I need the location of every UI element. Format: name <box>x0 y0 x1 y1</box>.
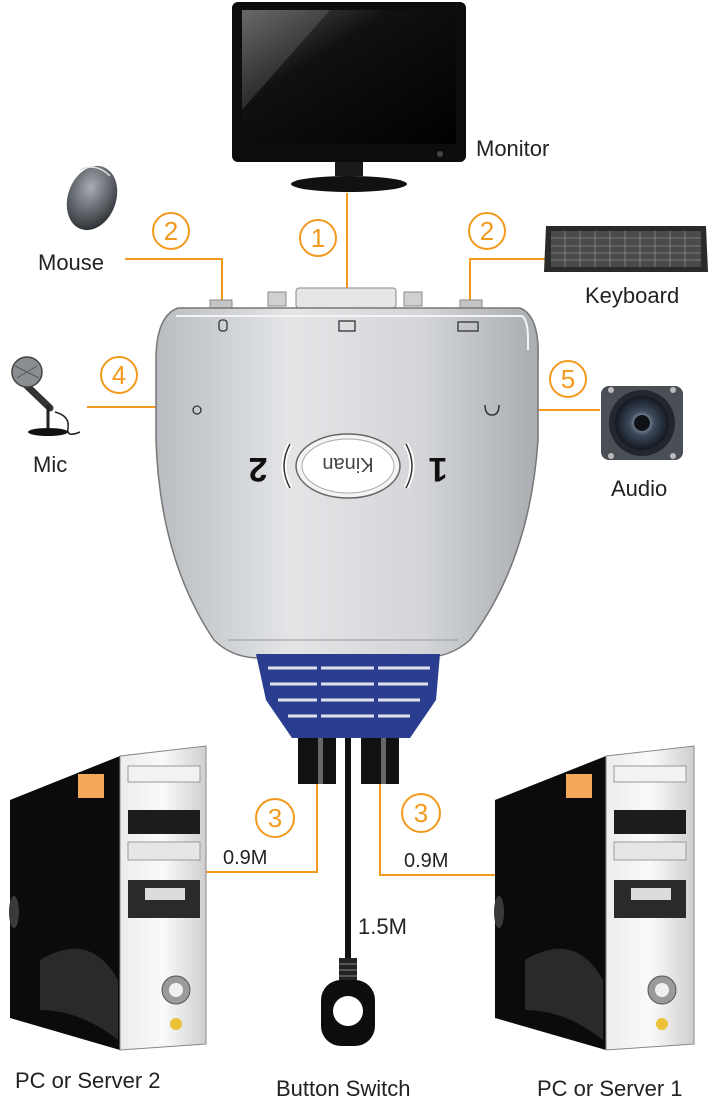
pc1-cable-length: 0.9M <box>404 850 448 872</box>
pc-server-2-label: PC or Server 2 <box>15 1068 161 1093</box>
callout-2-keyboard: 2 <box>468 212 506 250</box>
callout-5-number: 5 <box>561 364 575 394</box>
callout-5: 5 <box>549 360 587 398</box>
mic-icon <box>11 356 81 436</box>
callout-2-keyboard-number: 2 <box>480 216 494 246</box>
monitor-icon <box>232 2 466 192</box>
mouse-icon <box>66 165 118 231</box>
callout-2-mouse: 2 <box>152 212 190 250</box>
button-cable-length: 1.5M <box>358 914 407 939</box>
pc2-cable <box>205 782 318 873</box>
speaker-icon <box>601 386 683 460</box>
callout-3-right-number: 3 <box>414 798 428 828</box>
pc-server-2-icon <box>9 745 207 1051</box>
keyboard-icon <box>544 226 708 272</box>
brand-logo: Kinan <box>322 453 373 475</box>
cables <box>87 193 600 876</box>
callout-2-mouse-number: 2 <box>164 216 178 246</box>
mouse-label: Mouse <box>38 250 104 275</box>
pc-server-1-icon <box>494 745 695 1051</box>
callout-4: 4 <box>100 356 138 394</box>
port-2-number: 2 <box>249 450 268 488</box>
pc-server-1-label: PC or Server 1 <box>537 1076 683 1100</box>
callout-1-number: 1 <box>311 223 325 253</box>
keyboard-label: Keyboard <box>585 283 679 308</box>
callout-3-left: 3 <box>255 798 295 838</box>
mouse-cable <box>125 258 223 305</box>
audio-label: Audio <box>611 476 667 501</box>
pc1-connector <box>361 738 399 784</box>
pc2-connector <box>298 738 336 784</box>
callout-4-number: 4 <box>112 360 126 390</box>
callout-1: 1 <box>299 219 337 257</box>
pc1-cable <box>379 782 497 876</box>
kvm-switch: 2 1 Kinan <box>155 287 539 659</box>
callout-3-right: 3 <box>401 793 441 833</box>
callout-3-left-number: 3 <box>268 803 282 833</box>
port-1-number: 1 <box>429 450 448 488</box>
button-switch-icon <box>321 958 375 1046</box>
mic-label: Mic <box>33 452 67 477</box>
pc2-cable-length: 0.9M <box>223 847 267 869</box>
monitor-label: Monitor <box>476 136 549 161</box>
button-switch-label: Button Switch <box>276 1076 411 1100</box>
cable-boot <box>256 654 440 738</box>
keyboard-cable <box>469 258 545 305</box>
